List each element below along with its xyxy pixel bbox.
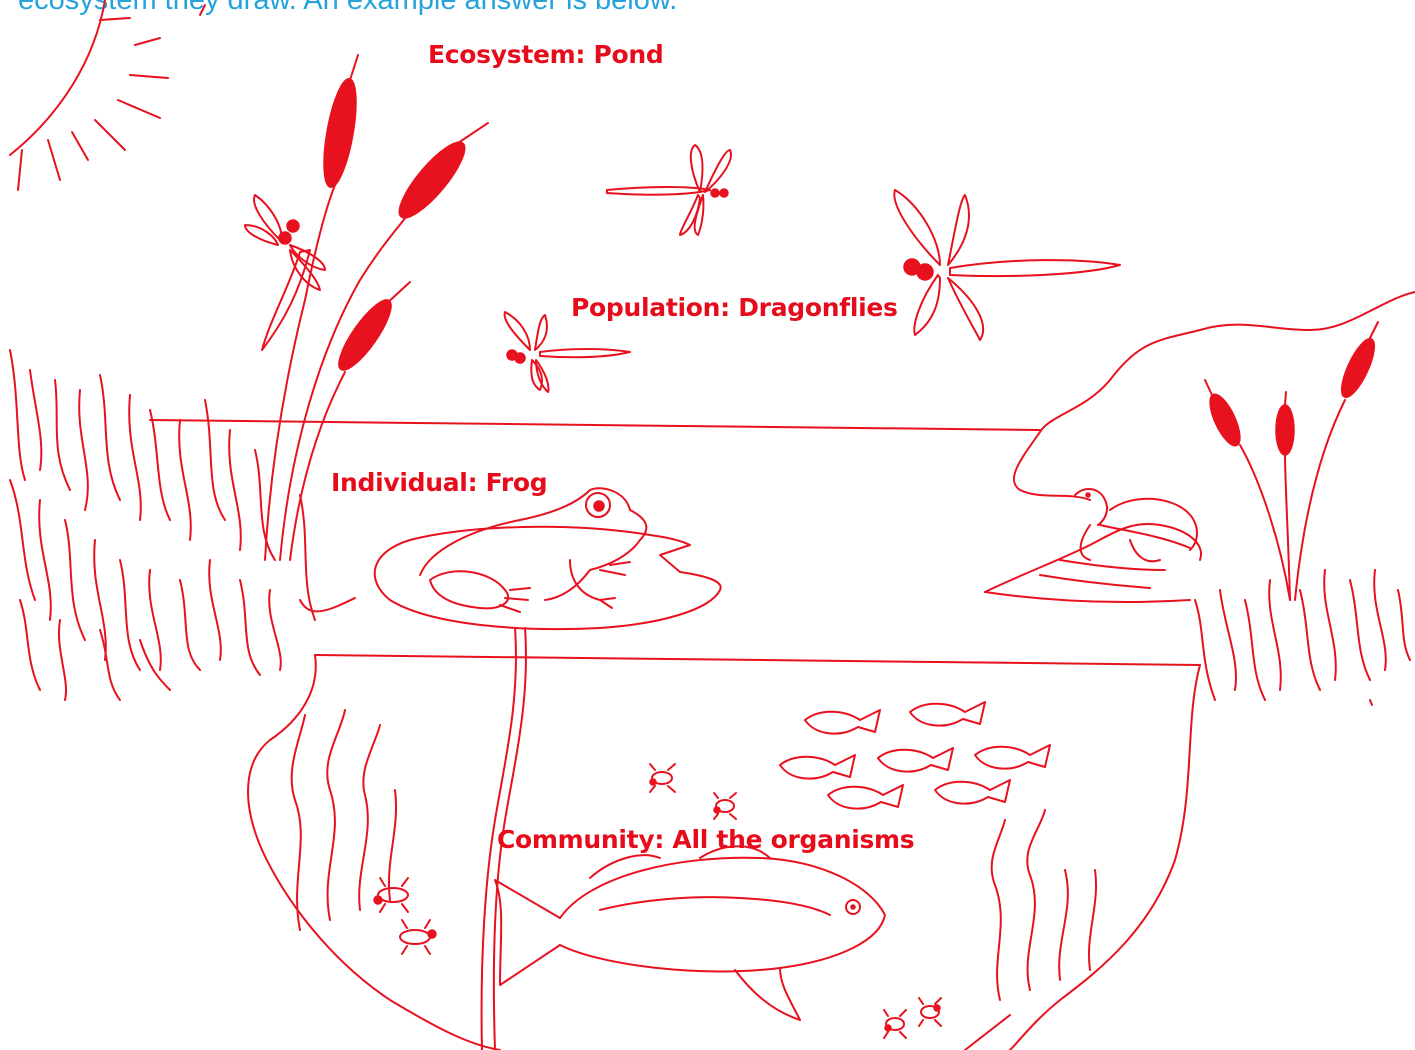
label-community: Community: All the organisms: [497, 825, 914, 854]
label-individual: Individual: Frog: [331, 468, 547, 497]
frog-icon: [420, 488, 646, 612]
fish-school: [780, 702, 1050, 809]
cattails-right: [1204, 322, 1380, 600]
label-population: Population: Dragonflies: [571, 293, 898, 322]
sun-icon: [10, 0, 205, 190]
water-bug-icon: [884, 1010, 906, 1038]
dragonfly-icon: [505, 312, 630, 392]
label-ecosystem: Ecosystem: Pond: [428, 40, 663, 69]
dragonfly-icon: [894, 190, 1120, 340]
dragonfly-icon: [245, 195, 325, 350]
dragonfly-icon: [607, 145, 731, 235]
seaweed-right: [992, 810, 1096, 1000]
rock-bank: [985, 292, 1415, 602]
water-bug-icon: [919, 998, 941, 1026]
grass-left: [10, 350, 355, 700]
bass-fish-icon: [495, 846, 885, 1020]
water-bug-icon: [714, 793, 736, 819]
water-bug-icon: [650, 764, 675, 792]
grass-right: [1195, 570, 1410, 705]
water-bug-icon: [400, 920, 436, 954]
water-bug-icon: [374, 878, 408, 912]
lily-pad: [375, 527, 721, 1050]
pond-outline: [150, 420, 1200, 1050]
